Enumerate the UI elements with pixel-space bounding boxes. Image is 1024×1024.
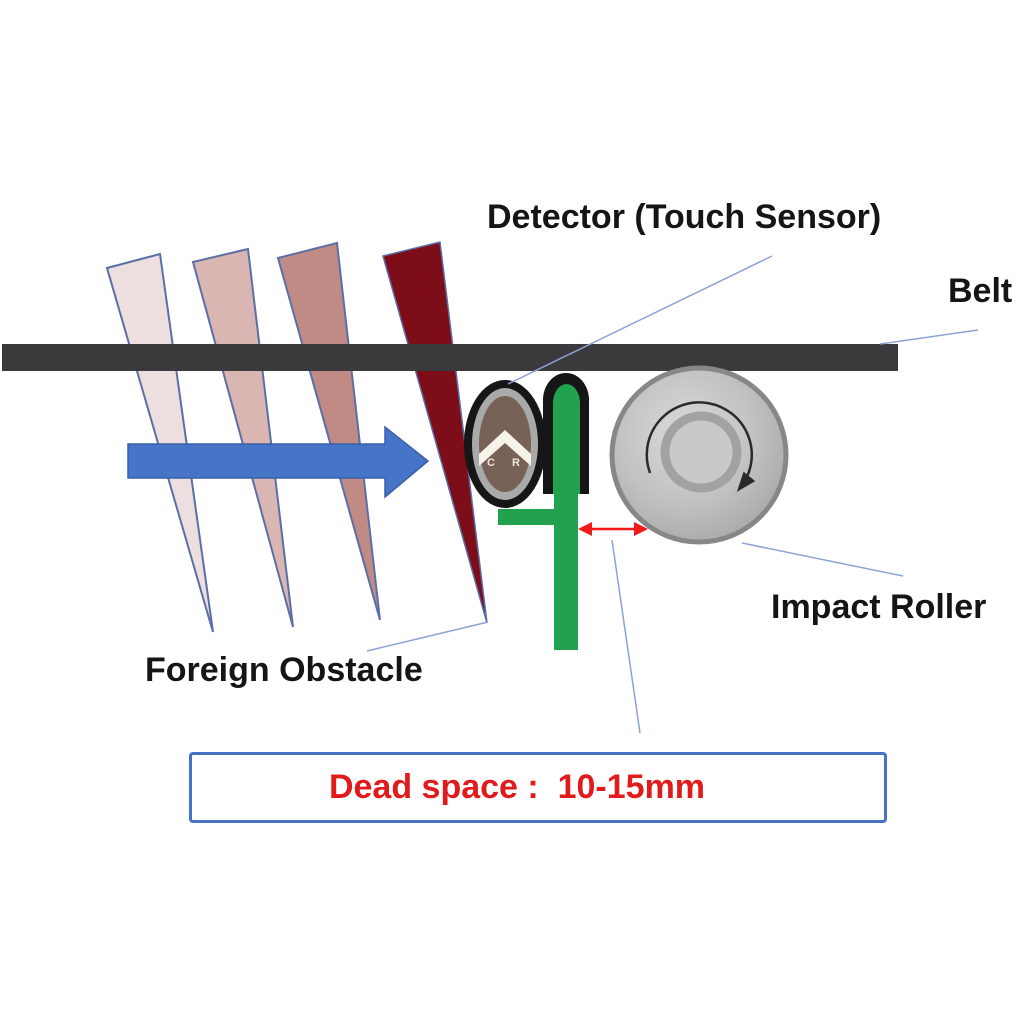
dimension-arrowhead-right — [634, 522, 648, 536]
foreign-obstacle-spike-2 — [191, 247, 294, 628]
dead-space-value: Dead space : 10-15mm — [328, 768, 706, 806]
leader-lines — [366, 255, 979, 734]
sensor-arm — [498, 373, 589, 650]
detector-logo-chevron — [479, 430, 531, 466]
sensor-stem-green — [554, 490, 578, 650]
foreign-obstacle-label: Foreign Obstacle — [145, 651, 423, 689]
detector-touch-sensor: C R — [464, 380, 546, 508]
belt-direction-arrow — [127, 425, 430, 499]
leader-foreign-obstacle — [366, 621, 489, 652]
leader-dead-space — [611, 539, 641, 734]
dead-space-callout-box: Dead space : 10-15mm — [189, 752, 887, 823]
belt-label: Belt — [948, 272, 1013, 310]
detector-logo-letter-left: C — [487, 457, 495, 469]
foreign-obstacle-spike-3 — [276, 241, 381, 621]
sensor-arch-green-core — [553, 384, 580, 494]
dimension-arrowhead-left — [578, 522, 592, 536]
foreign-obstacle-spike-4 — [382, 241, 488, 624]
roller-rotation-arrow — [645, 401, 756, 492]
impact-roller — [609, 365, 789, 545]
leader-impact-roller — [741, 542, 904, 577]
leader-detector — [507, 255, 773, 385]
detector-hub — [479, 396, 531, 492]
detector-logo-letter-right: R — [512, 457, 520, 469]
belt-bar — [2, 344, 898, 371]
leader-belt — [879, 329, 979, 345]
roller-inner-ring — [660, 411, 742, 493]
sensor-bracket-green — [498, 509, 556, 525]
detector-label: Detector (Touch Sensor) — [487, 198, 882, 236]
foreign-obstacle-spike-1 — [105, 252, 214, 633]
impact-roller-label: Impact Roller — [771, 588, 987, 626]
dead-space-dimension-arrow — [578, 522, 648, 536]
